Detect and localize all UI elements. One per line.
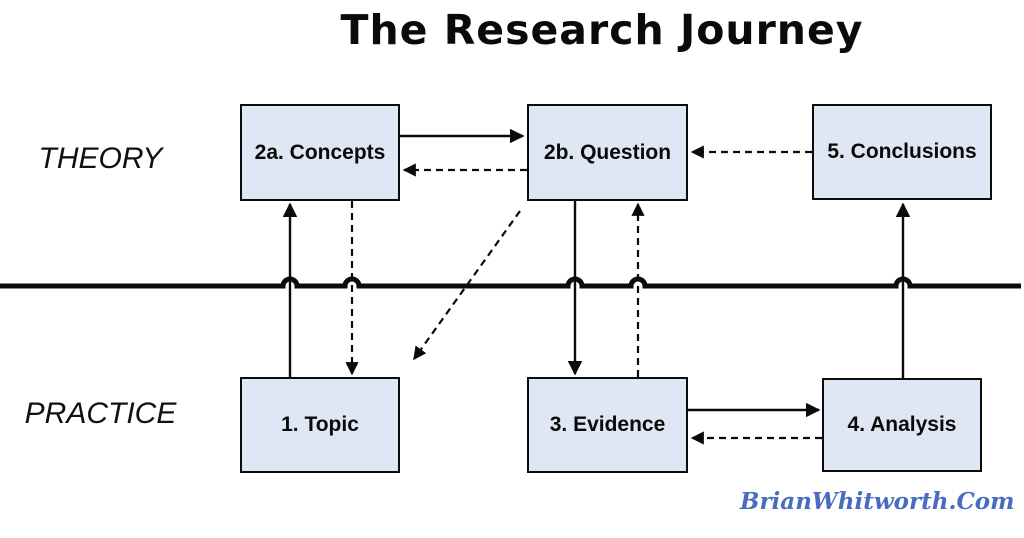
lane-label-practice: PRACTICE bbox=[24, 397, 177, 430]
arrow-question-to-topic-dashed bbox=[413, 210, 521, 361]
node-conclusions-label: 5. Conclusions bbox=[827, 140, 977, 163]
node-analysis: 4. Analysis bbox=[822, 378, 982, 472]
node-question: 2b. Question bbox=[527, 104, 688, 201]
node-concepts: 2a. Concepts bbox=[240, 104, 400, 201]
node-topic-label: 1. Topic bbox=[281, 413, 359, 436]
page-title: The Research Journey bbox=[340, 6, 864, 54]
lane-label-theory: THEORY bbox=[38, 142, 163, 175]
node-evidence-label: 3. Evidence bbox=[549, 413, 666, 436]
site-signature: BrianWhitworth.Com bbox=[740, 488, 1015, 515]
node-topic: 1. Topic bbox=[240, 377, 400, 473]
theory-practice-divider bbox=[0, 276, 1021, 289]
node-concepts-label: 2a. Concepts bbox=[254, 140, 386, 164]
node-question-label: 2b. Question bbox=[543, 140, 672, 164]
node-evidence: 3. Evidence bbox=[527, 377, 688, 473]
node-analysis-label: 4. Analysis bbox=[847, 413, 957, 436]
node-conclusions: 5. Conclusions bbox=[812, 104, 992, 200]
